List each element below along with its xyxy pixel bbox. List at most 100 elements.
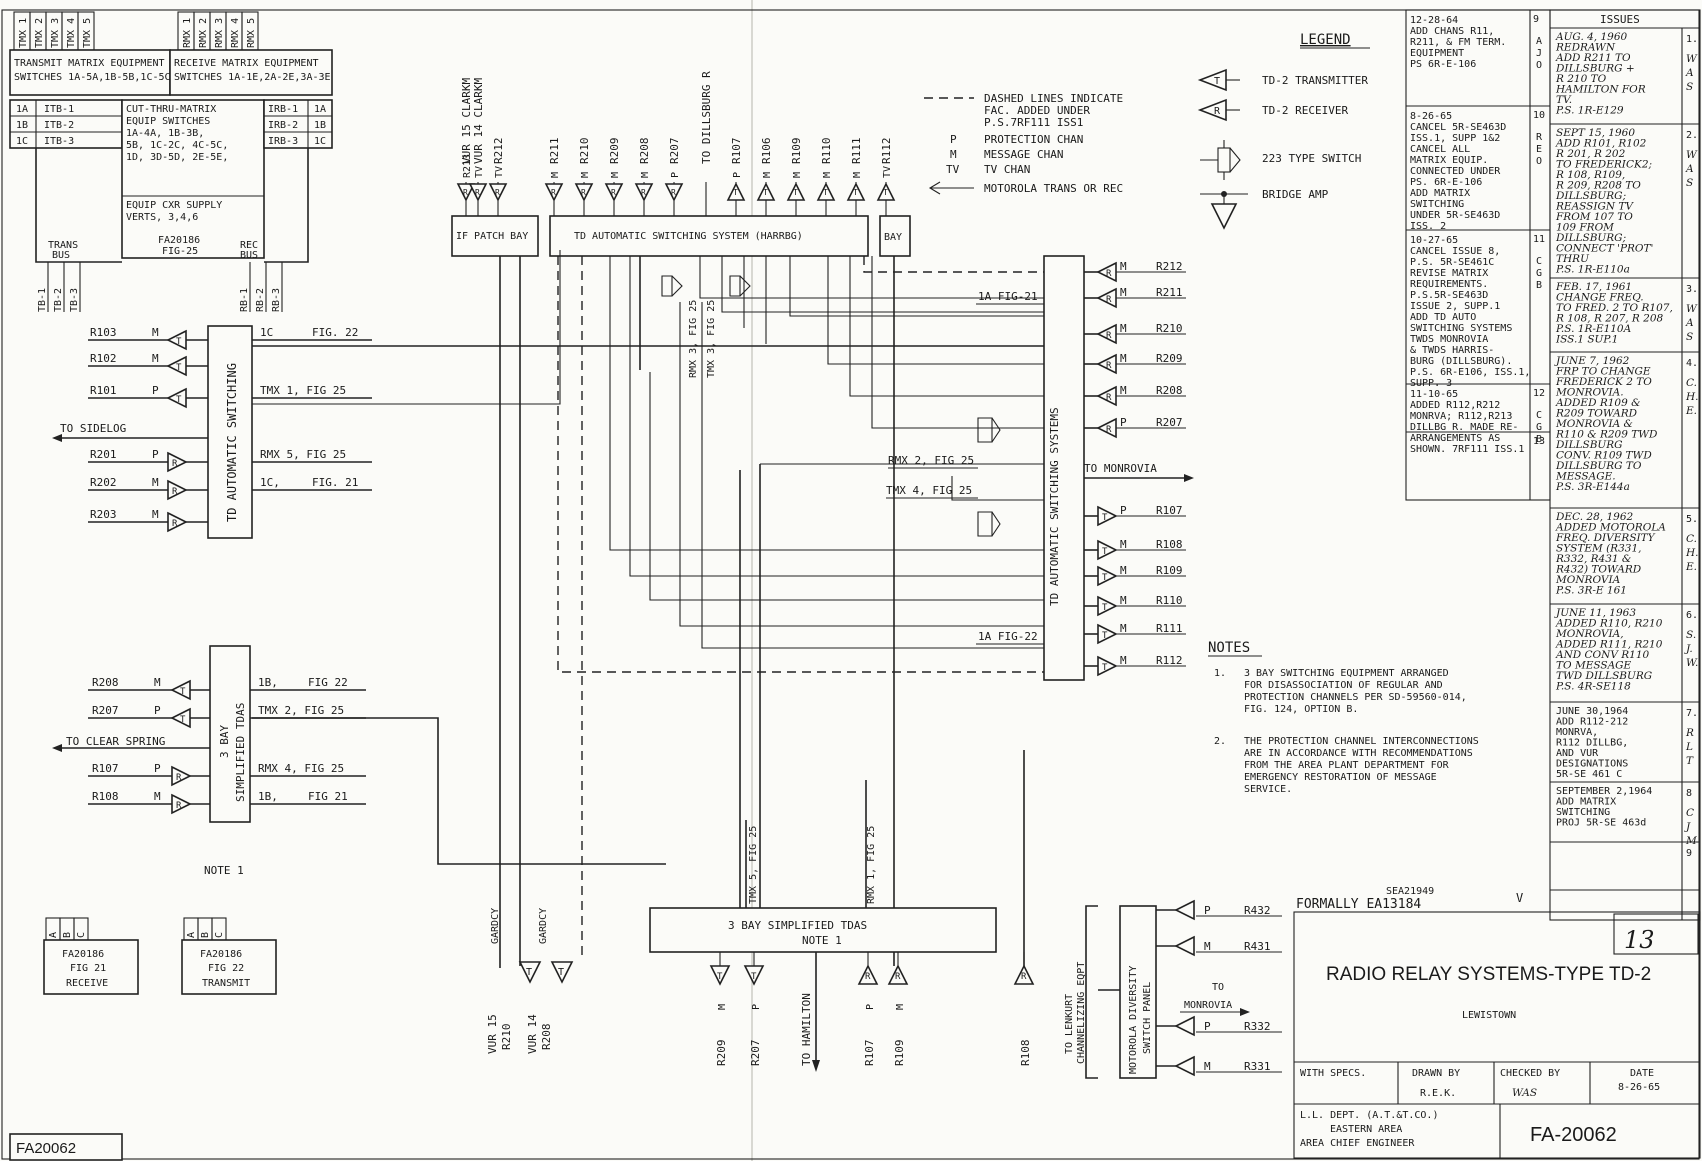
top-channel-5: R210 — [578, 138, 591, 165]
matrix-right-b-2: 1B — [314, 120, 326, 131]
left-td-out-4: RMX 5, FIG 25 — [260, 448, 346, 461]
svg-text:R: R — [1021, 972, 1027, 982]
left-3bay-out-4: 1B, — [258, 790, 278, 803]
vur15-label: VUR 15 — [486, 1014, 499, 1054]
drawing-date: 8-26-65 — [1618, 1082, 1660, 1093]
top-channel-code-2: TV — [474, 166, 485, 178]
issue-line-5-2: ADDED MOTOROLA — [1555, 522, 1666, 534]
issue-line-6-5: AND CONV R110 — [1555, 649, 1650, 661]
drawn-by: R.E.K. — [1420, 1088, 1456, 1099]
abc22-tab-1: A — [186, 932, 197, 938]
switch-rmx3-icon — [661, 275, 683, 297]
motorola-code-3: P — [1204, 1020, 1211, 1033]
top-channel-amp-icon-14: T — [846, 182, 866, 201]
issue-log-line-2-5: MATRIX EQUIP. — [1410, 155, 1488, 166]
fig21-ref: FA20186 — [62, 949, 104, 960]
motorola-arrow-icon-4 — [1174, 1055, 1195, 1077]
top-channel-amp-icon-7: R — [634, 183, 654, 202]
left-td-ch-1: R103 — [90, 326, 117, 339]
issue-log-line-2-8: ADD MATRIX — [1410, 188, 1470, 199]
issue-log-line-3-4: REVISE MATRIX — [1410, 268, 1488, 279]
right-td-code-1: M — [1120, 260, 1127, 273]
right-td-code-9: M — [1120, 564, 1127, 577]
issue-init-6-3: W. — [1686, 657, 1698, 669]
issue-line-7-6: DESIGNATIONS — [1556, 759, 1628, 770]
issue-line-1-6: HAMILTON FOR — [1555, 84, 1646, 96]
tmx5-label: TMX 5, FIG 25 — [748, 826, 759, 904]
svg-text:T: T — [883, 188, 888, 197]
svg-text:T: T — [180, 687, 186, 697]
issue-log-line-1-4: EQUIPMENT — [1410, 48, 1464, 59]
top-channel-code-13: M — [822, 172, 833, 178]
svg-text:T: T — [1102, 573, 1108, 583]
matrix-right-a-2: IRB-2 — [268, 120, 298, 131]
left-3bay-ch-4: R108 — [92, 790, 119, 803]
issue-line-6-3: MONROVIA, — [1555, 628, 1624, 640]
motorola-arrow-icon-2 — [1174, 935, 1195, 957]
svg-text:T: T — [1214, 76, 1220, 87]
issue-line-5-8: P.S. 3R-E 161 — [1555, 585, 1627, 597]
matrix-left-b-3: ITB-3 — [44, 136, 74, 147]
left-td-out-3: TMX 1, FIG 25 — [260, 384, 346, 397]
issue-log-init-1-2: J — [1536, 48, 1542, 59]
tb-tab-1: TB-1 — [37, 288, 48, 312]
issue-log-line-4-2: ADDED R112,R212 — [1410, 400, 1500, 411]
equip-supply-1: EQUIP CXR SUPPLY — [126, 200, 222, 211]
left-3bay-out2-1: FIG 22 — [308, 676, 348, 689]
issue-num-7: 7. — [1686, 708, 1698, 719]
right-td-ch-3: R210 — [1156, 322, 1183, 335]
legend-m-text: MESSAGE CHAN — [984, 148, 1063, 161]
issue-line-2-9: FROM 107 TO — [1555, 211, 1633, 223]
if-patch-bay-label: IF PATCH BAY — [456, 231, 528, 242]
issue-log-line-1-2: ADD CHANS R11, — [1410, 26, 1494, 37]
abc21-tab-3: C — [76, 932, 87, 938]
to-monrova-2: MONROVIA — [1184, 1000, 1232, 1011]
svg-text:T: T — [823, 188, 828, 197]
issue-log-line-3-14: SUPP. 3 — [1410, 378, 1452, 389]
to-sidelog: TO SIDELOG — [60, 422, 126, 435]
issue-log-line-3-8: ADD TD AUTO — [1410, 312, 1476, 323]
issue-line-6-8: P.S. 4R-SE118 — [1555, 681, 1631, 693]
left-3bay-out-2: TMX 2, FIG 25 — [258, 704, 344, 717]
svg-text:T: T — [176, 395, 182, 405]
issue-log-line-4-1: 11-10-65 — [1410, 389, 1458, 400]
right-td-ch-8: R108 — [1156, 538, 1183, 551]
abc22-tab-3: C — [214, 932, 225, 938]
top-channel-2: VUR 14 CLARKM — [472, 78, 485, 164]
left-3bay-note: NOTE 1 — [204, 864, 244, 877]
issue-line-3-5: P.S. 1R-E110A — [1555, 323, 1632, 335]
fig21-fig: FIG 21 — [70, 963, 106, 974]
issue-init-1-2: A — [1685, 67, 1694, 79]
issue-init-3-3: S — [1686, 331, 1693, 343]
bottom-channel-1: R209 — [715, 1040, 728, 1067]
right-td-code-8: M — [1120, 538, 1127, 551]
svg-text:R: R — [1214, 106, 1221, 117]
bottom-3bay-note: NOTE 1 — [802, 934, 842, 947]
fig22-desc: TRANSMIT — [202, 978, 250, 989]
sheet-number: 13 — [1624, 926, 1655, 954]
matrix-right-b-3: 1C — [314, 136, 326, 147]
legend-motorola: MOTOROLA TRANS OR REC — [984, 182, 1123, 195]
issue-num-2: 2. — [1686, 130, 1698, 141]
left-td-ch-2: R102 — [90, 352, 117, 365]
to-monrovia: TO MONROVIA — [1084, 462, 1157, 475]
issue-init-4-2: H. — [1685, 391, 1699, 403]
issue-line-2-4: TO FREDERICK2; — [1556, 159, 1652, 171]
to-clear-spring: TO CLEAR SPRING — [66, 735, 165, 748]
svg-text:R: R — [1106, 393, 1112, 403]
svg-text:T: T — [717, 972, 723, 982]
issue-init-2-1: W — [1686, 149, 1698, 161]
dept-line-3: AREA CHIEF ENGINEER — [1300, 1138, 1415, 1149]
drawn-by-label: DRAWN BY — [1412, 1068, 1460, 1079]
rmx-tab-4: RMX 4 — [230, 18, 241, 48]
issue-log-num-1: 9 — [1533, 14, 1539, 25]
left-td-code-2: M — [152, 352, 159, 365]
issue-line-2-11: DILLSBURG; — [1555, 232, 1626, 244]
ia-fig21-label: 1A FIG-21 — [978, 290, 1038, 303]
issue-line-4-12: MESSAGE. — [1555, 471, 1616, 483]
legend-m-code: M — [950, 148, 957, 161]
bottom-channel-3: TO HAMILTON — [800, 993, 813, 1066]
issue-line-4-1: JUNE 7, 1962 — [1554, 355, 1630, 367]
top-channel-11: R106 — [760, 138, 773, 165]
